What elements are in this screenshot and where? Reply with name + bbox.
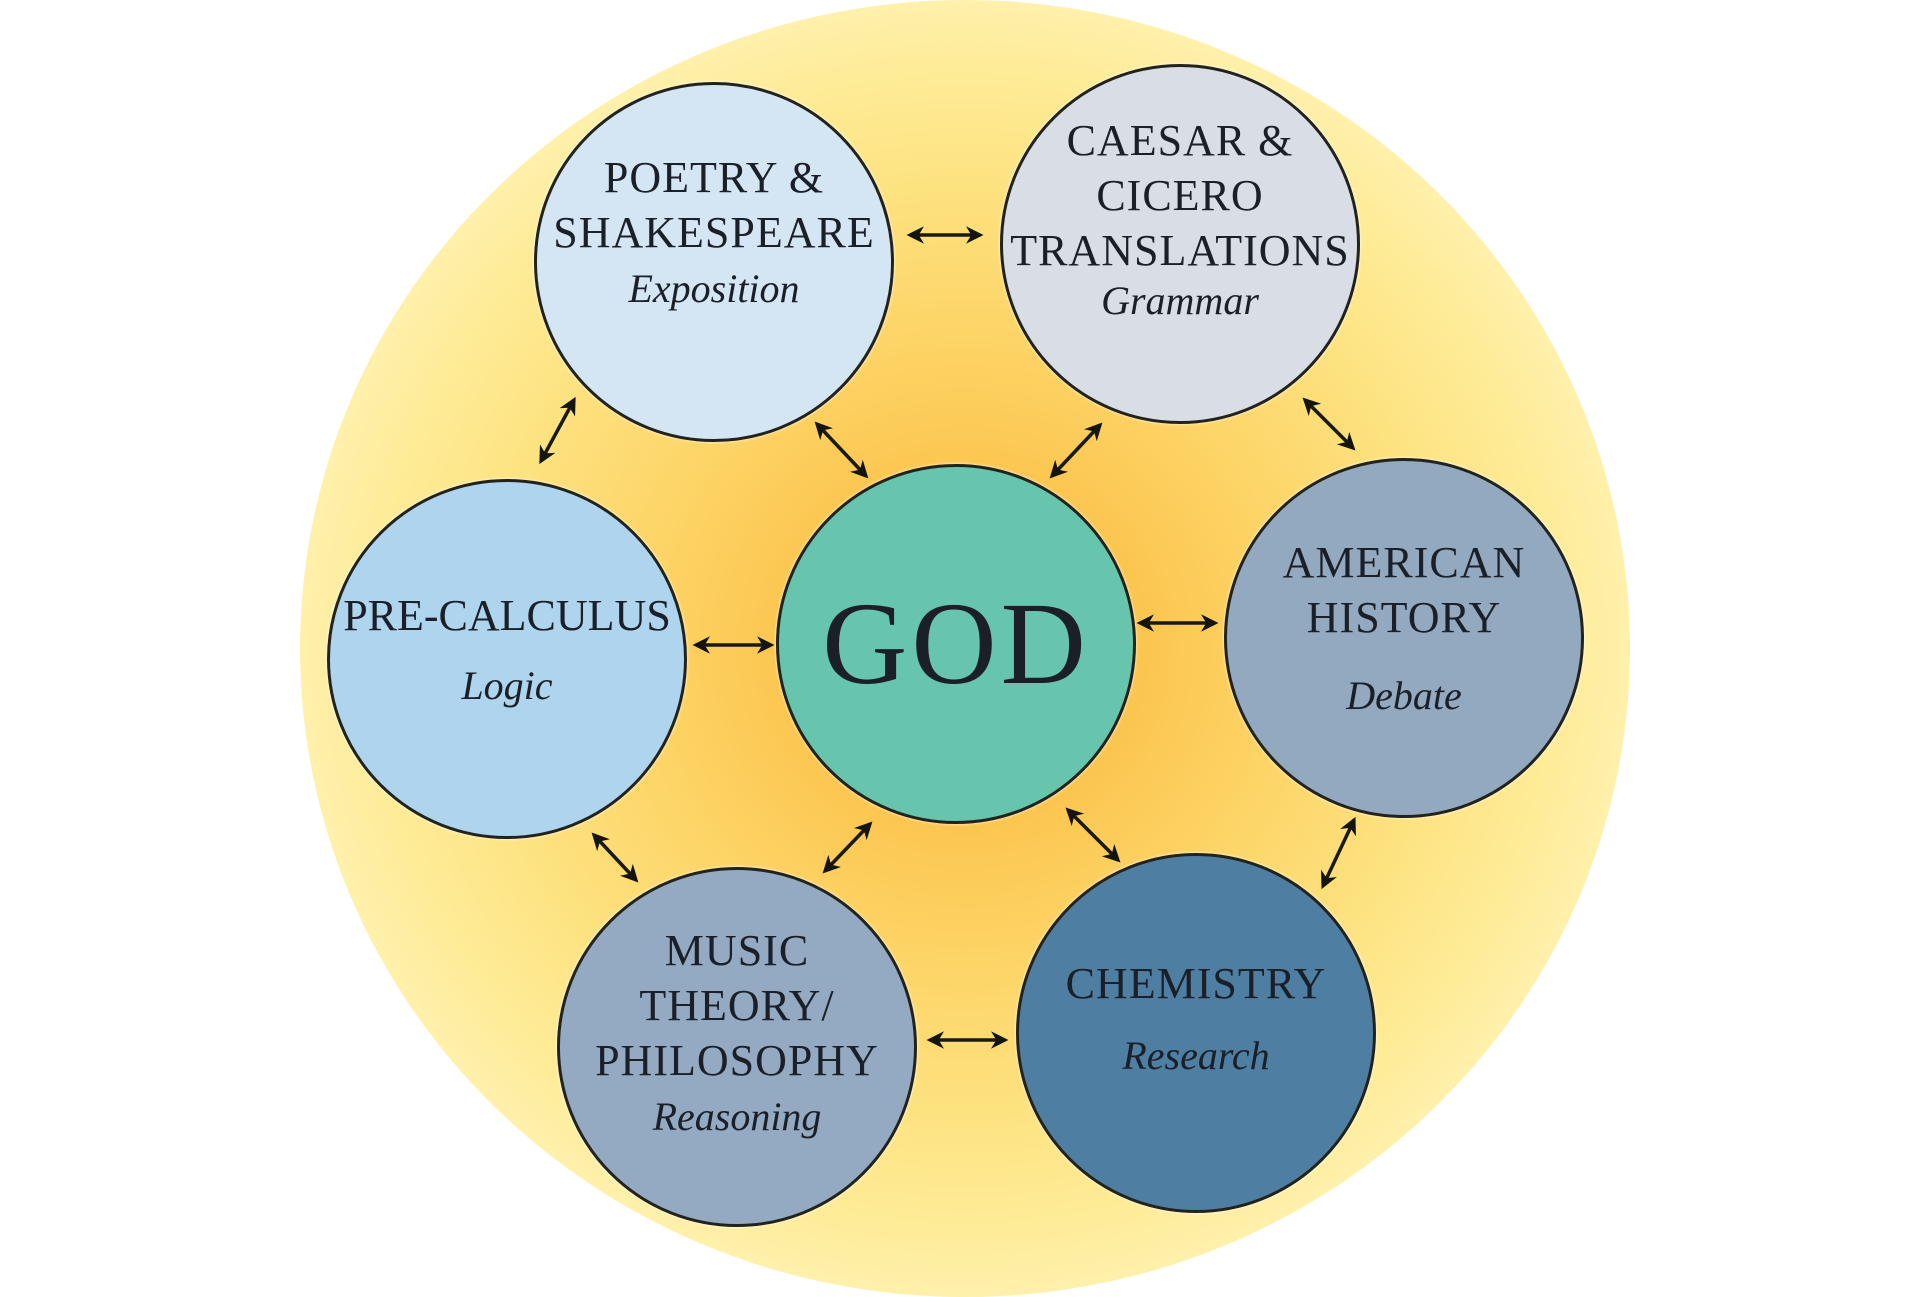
node-subtitle: Logic bbox=[461, 662, 553, 708]
node-title: CHEMISTRY bbox=[1065, 958, 1327, 1008]
node-subtitle: Debate bbox=[1346, 673, 1462, 718]
node-precalc: PRE-CALCULUS Logic bbox=[327, 479, 687, 839]
node-poetry: POETRY & SHAKESPEARE Exposition bbox=[534, 82, 894, 442]
node-title: MUSIC THEORY/ PHILOSOPHY bbox=[595, 925, 879, 1085]
node-subtitle: Exposition bbox=[628, 266, 800, 311]
node-subtitle: Reasoning bbox=[652, 1093, 822, 1139]
node-music: MUSIC THEORY/ PHILOSOPHY Reasoning bbox=[557, 867, 917, 1227]
node-caesar: CAESAR & CICERO TRANSLATIONS Grammar bbox=[1000, 64, 1360, 424]
node-amhistory: AMERICAN HISTORY Debate bbox=[1224, 458, 1584, 818]
node-chemistry: CHEMISTRY Research bbox=[1016, 853, 1376, 1213]
god-title: GOD bbox=[822, 578, 1090, 709]
node-title: AMERICAN HISTORY bbox=[1282, 538, 1526, 642]
node-title: CAESAR & CICERO TRANSLATIONS bbox=[1010, 115, 1350, 275]
node-subtitle: Grammar bbox=[1101, 277, 1259, 323]
node-subtitle: Research bbox=[1122, 1032, 1270, 1078]
node-title: PRE-CALCULUS bbox=[343, 590, 671, 640]
node-god: GOD bbox=[776, 464, 1136, 824]
node-title: POETRY & SHAKESPEARE bbox=[553, 153, 875, 257]
